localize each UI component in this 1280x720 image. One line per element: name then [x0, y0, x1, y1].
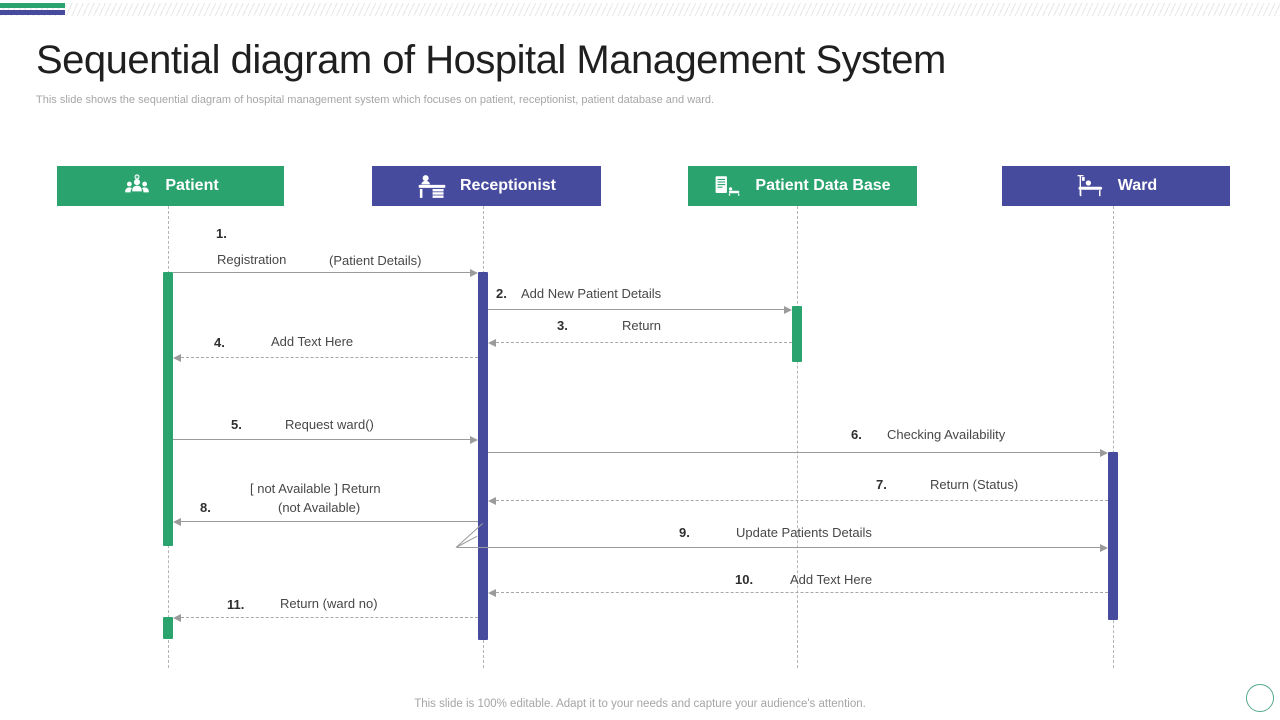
message-7-arrow — [496, 500, 1108, 501]
page-title: Sequential diagram of Hospital Managemen… — [36, 38, 946, 82]
message-10-label: Add Text Here — [790, 572, 873, 587]
message-1-label2: (Patient Details) — [329, 253, 422, 268]
message-7-number: 7. — [876, 477, 887, 492]
message-9-label: Update Patients Details — [736, 525, 872, 540]
message-3-number: 3. — [557, 318, 568, 333]
message-6-number: 6. — [851, 427, 862, 442]
message-3-label: Return — [622, 318, 662, 333]
message-4-number: 4. — [214, 335, 225, 350]
message-2-arrow — [488, 309, 784, 310]
message-6-arrowhead-icon — [1100, 449, 1108, 457]
actor-label: Patient Data Base — [755, 177, 891, 194]
message-1-arrowhead-icon — [470, 269, 478, 277]
message-6-arrow — [488, 452, 1100, 453]
actor-box-patient-database: Patient Data Base — [688, 166, 917, 206]
message-3-arrowhead-icon — [488, 339, 496, 347]
actor-box-receptionist: Receptionist — [372, 166, 601, 206]
message-5-label: Request ward() — [285, 417, 374, 432]
message-2-arrowhead-icon — [784, 306, 792, 314]
message-7-arrowhead-icon — [488, 497, 496, 505]
message-10-arrowhead-icon — [488, 589, 496, 597]
message-5-arrowhead-icon — [470, 436, 478, 444]
message-1-number: 1. — [216, 226, 227, 241]
message-4-arrowhead-icon — [173, 354, 181, 362]
message-5-arrow — [173, 439, 470, 440]
actor-label: Patient — [165, 177, 219, 194]
message-9-number: 9. — [679, 525, 690, 540]
message-8-number: 8. — [200, 500, 211, 515]
page-subtitle: This slide shows the sequential diagram … — [36, 94, 715, 106]
activation-patient-database — [792, 306, 802, 362]
patient-records-icon — [714, 175, 742, 197]
message-4-label: Add Text Here — [271, 334, 354, 349]
message-8-arrowhead-icon — [173, 518, 181, 526]
message-9-arrowhead-icon — [1100, 544, 1108, 552]
patients-group-icon — [122, 174, 152, 198]
message-11-number: 11. — [227, 597, 245, 612]
message-9-arrow — [457, 547, 1100, 548]
message-2-number: 2. — [496, 286, 507, 301]
actor-label: Receptionist — [459, 177, 556, 194]
message-3-arrow — [496, 342, 792, 343]
hospital-bed-icon — [1075, 173, 1105, 199]
activation-patient-2 — [163, 617, 173, 639]
actor-box-patient: Patient — [57, 166, 284, 206]
message-10-arrow — [496, 592, 1108, 593]
message-2-label: Add New Patient Details — [521, 286, 662, 301]
lifeline-ward — [1113, 206, 1114, 668]
message-11-label: Return (ward no) — [280, 596, 378, 611]
reception-desk-icon — [417, 173, 447, 199]
corner-circle-decoration — [1246, 684, 1274, 712]
message-8-label2: (not Available) — [278, 500, 361, 515]
top-hatch-pattern — [0, 3, 1280, 16]
activation-receptionist — [478, 272, 488, 640]
lifeline-patient-database — [797, 206, 798, 668]
footer-note: This slide is 100% editable. Adapt it to… — [414, 698, 866, 710]
message-5-number: 5. — [231, 417, 242, 432]
activation-patient-1 — [163, 272, 173, 546]
activation-ward — [1108, 452, 1118, 620]
message-6-label: Checking Availability — [887, 427, 1006, 442]
message-11-arrowhead-icon — [173, 614, 181, 622]
top-accent-bar-purple — [0, 10, 65, 15]
message-4-arrow — [181, 357, 478, 358]
actor-box-ward: Ward — [1002, 166, 1230, 206]
message-11-arrow — [181, 617, 478, 618]
message-8-label: [ not Available ] Return — [250, 481, 381, 496]
message-7-label: Return (Status) — [930, 477, 1019, 492]
message-10-number: 10. — [735, 572, 754, 587]
message-8-arrow — [181, 521, 478, 522]
top-accent-bar-green — [0, 3, 65, 8]
actor-label: Ward — [1117, 177, 1158, 194]
message-1-label: Registration — [217, 252, 287, 267]
message-1-arrow — [173, 272, 470, 273]
